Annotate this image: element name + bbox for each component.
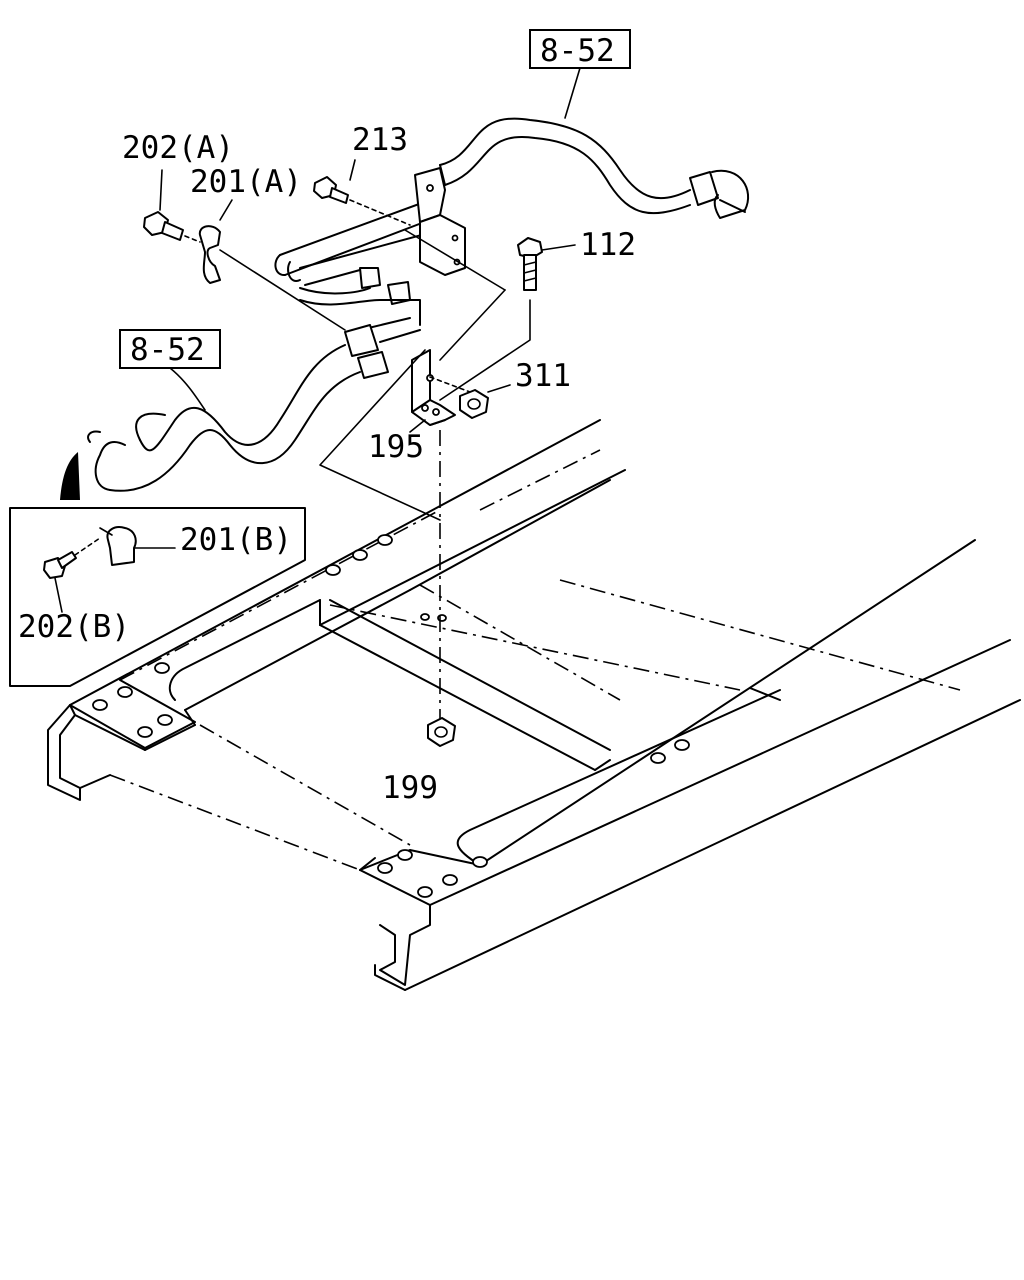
guide-lines [319, 229, 506, 720]
clip-201a-icon [198, 199, 346, 331]
callout-195: 195 [368, 429, 424, 465]
nut-199-icon [427, 717, 456, 747]
nut-311-icon [459, 384, 511, 419]
frame-holes [92, 534, 690, 898]
callout-202a: 202(A) [122, 130, 234, 166]
callout-199: 199 [382, 770, 438, 806]
callout-112: 112 [580, 227, 636, 263]
bracket-195 [409, 349, 471, 433]
callout-202b: 202(B) [18, 609, 130, 645]
bracket-upper [414, 167, 466, 276]
callout-213: 213 [352, 122, 408, 158]
callout-201b: 201(B) [180, 522, 292, 558]
callout-ref-top: 8-52 [540, 33, 615, 69]
callout-ref-left: 8-52 [130, 332, 205, 368]
oil-cooler-hoses [87, 117, 750, 492]
clip-201b-icon [99, 526, 176, 566]
bolt-213-icon [313, 159, 411, 226]
chassis-frame [47, 419, 1021, 991]
ref-box-top [529, 29, 631, 119]
bolt-202a-icon [143, 169, 201, 243]
bolt-112-icon [439, 237, 576, 401]
bolt-202b-icon [43, 537, 101, 613]
ref-box-left [119, 329, 221, 411]
callout-311: 311 [515, 358, 571, 394]
detail-b-box [9, 452, 306, 687]
callout-201a: 201(A) [190, 164, 302, 200]
